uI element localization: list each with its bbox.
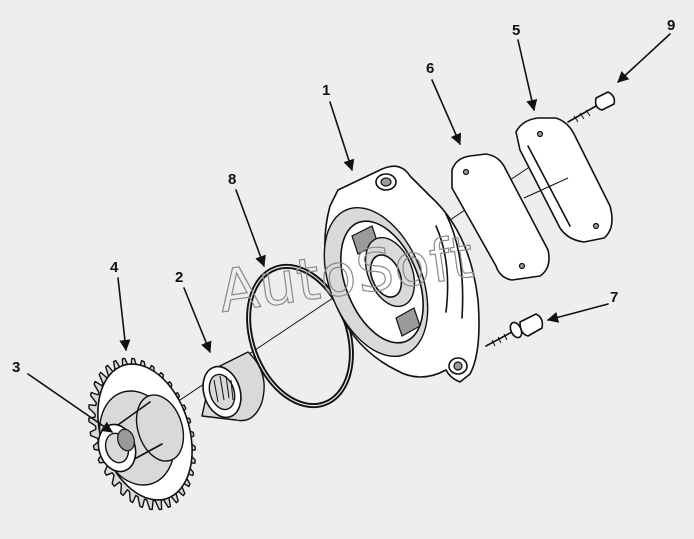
callout-leaders — [27, 33, 671, 433]
callout-8: 8 — [228, 171, 236, 188]
callout-6: 6 — [426, 60, 434, 77]
callout-9: 9 — [667, 17, 675, 34]
cap-screw-part-9 — [567, 91, 616, 123]
gear-part-4 — [88, 357, 196, 511]
pump-housing-part-1 — [323, 165, 480, 383]
bearing-part-2 — [201, 351, 265, 422]
callout-2: 2 — [175, 269, 183, 286]
callout-4: 4 — [110, 259, 119, 276]
callout-7: 7 — [610, 289, 618, 306]
bolt-with-washer-part-7 — [485, 313, 544, 347]
gasket-part-6 — [451, 153, 550, 281]
callout-5: 5 — [512, 22, 520, 39]
callout-1: 1 — [322, 82, 330, 99]
callout-3: 3 — [12, 359, 20, 376]
hub-sleeve-part-3 — [117, 428, 135, 452]
cover-plate-part-5 — [515, 117, 613, 243]
